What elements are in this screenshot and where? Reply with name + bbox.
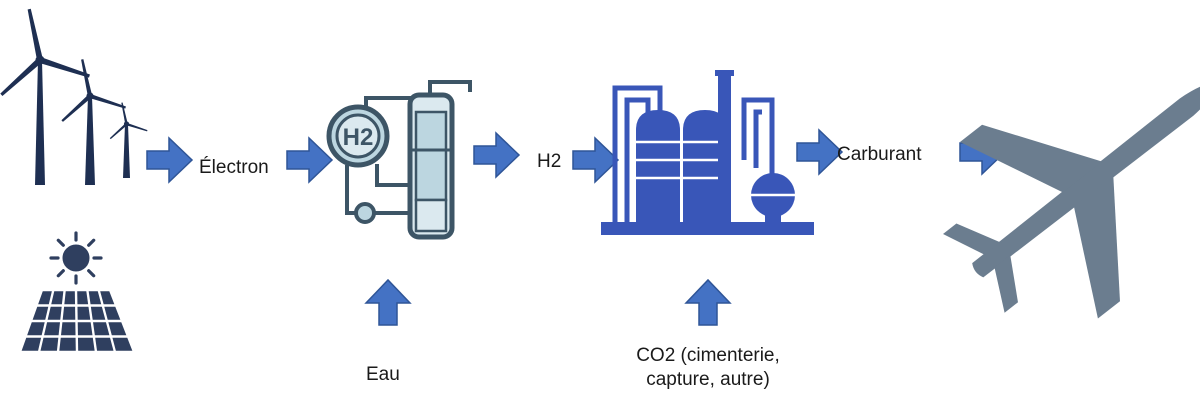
label-co2: CO2 (cimenterie, capture, autre) [628, 344, 788, 392]
solar-cell [95, 337, 114, 351]
solar-cell [21, 337, 42, 351]
airplane-icon [943, 82, 1200, 319]
solar-cell [77, 306, 91, 320]
solar-cell [27, 322, 45, 336]
electrolyzer-icon [326, 80, 472, 240]
solar-cell [90, 306, 106, 320]
solar-cell [47, 306, 62, 320]
solar-cell [44, 322, 61, 336]
arrow-right-1 [146, 137, 193, 183]
label-co2-line2: capture, autre) [646, 369, 770, 390]
solar-cell [38, 291, 52, 305]
solar-cell [64, 291, 76, 305]
solar-cell [40, 337, 59, 351]
arrow-right-2 [286, 137, 333, 183]
solar-cell [112, 337, 133, 351]
arrow-right-4 [572, 137, 619, 183]
solar-cell [51, 291, 64, 305]
wind-turbines-icon [0, 8, 148, 185]
solar-cell [77, 291, 89, 305]
solar-cell [100, 291, 115, 305]
solar-cell [77, 337, 95, 351]
solar-cell [93, 322, 110, 336]
solar-cell [77, 322, 93, 336]
solar-cell [59, 337, 76, 351]
h2-badge: H2 [343, 124, 374, 151]
arrow-up-water [365, 279, 411, 326]
solar-cell [108, 322, 127, 336]
arrow-up-co2 [685, 279, 731, 326]
label-electron: Électron [199, 157, 269, 178]
label-h2: H2 [537, 151, 562, 172]
arrow-right-3 [473, 132, 520, 178]
solar-cell [32, 306, 49, 320]
solar-cell [60, 322, 76, 336]
label-fuel: Carburant [837, 144, 922, 165]
solar-cell [88, 291, 102, 305]
refinery-icon [601, 70, 814, 235]
label-co2-line1: CO2 (cimenterie, [636, 345, 780, 366]
solar-cell [104, 306, 121, 320]
solar-panel-icon [21, 231, 133, 351]
label-water: Eau [366, 364, 400, 385]
solar-cell [62, 306, 76, 320]
arrow-right-5 [796, 129, 843, 175]
